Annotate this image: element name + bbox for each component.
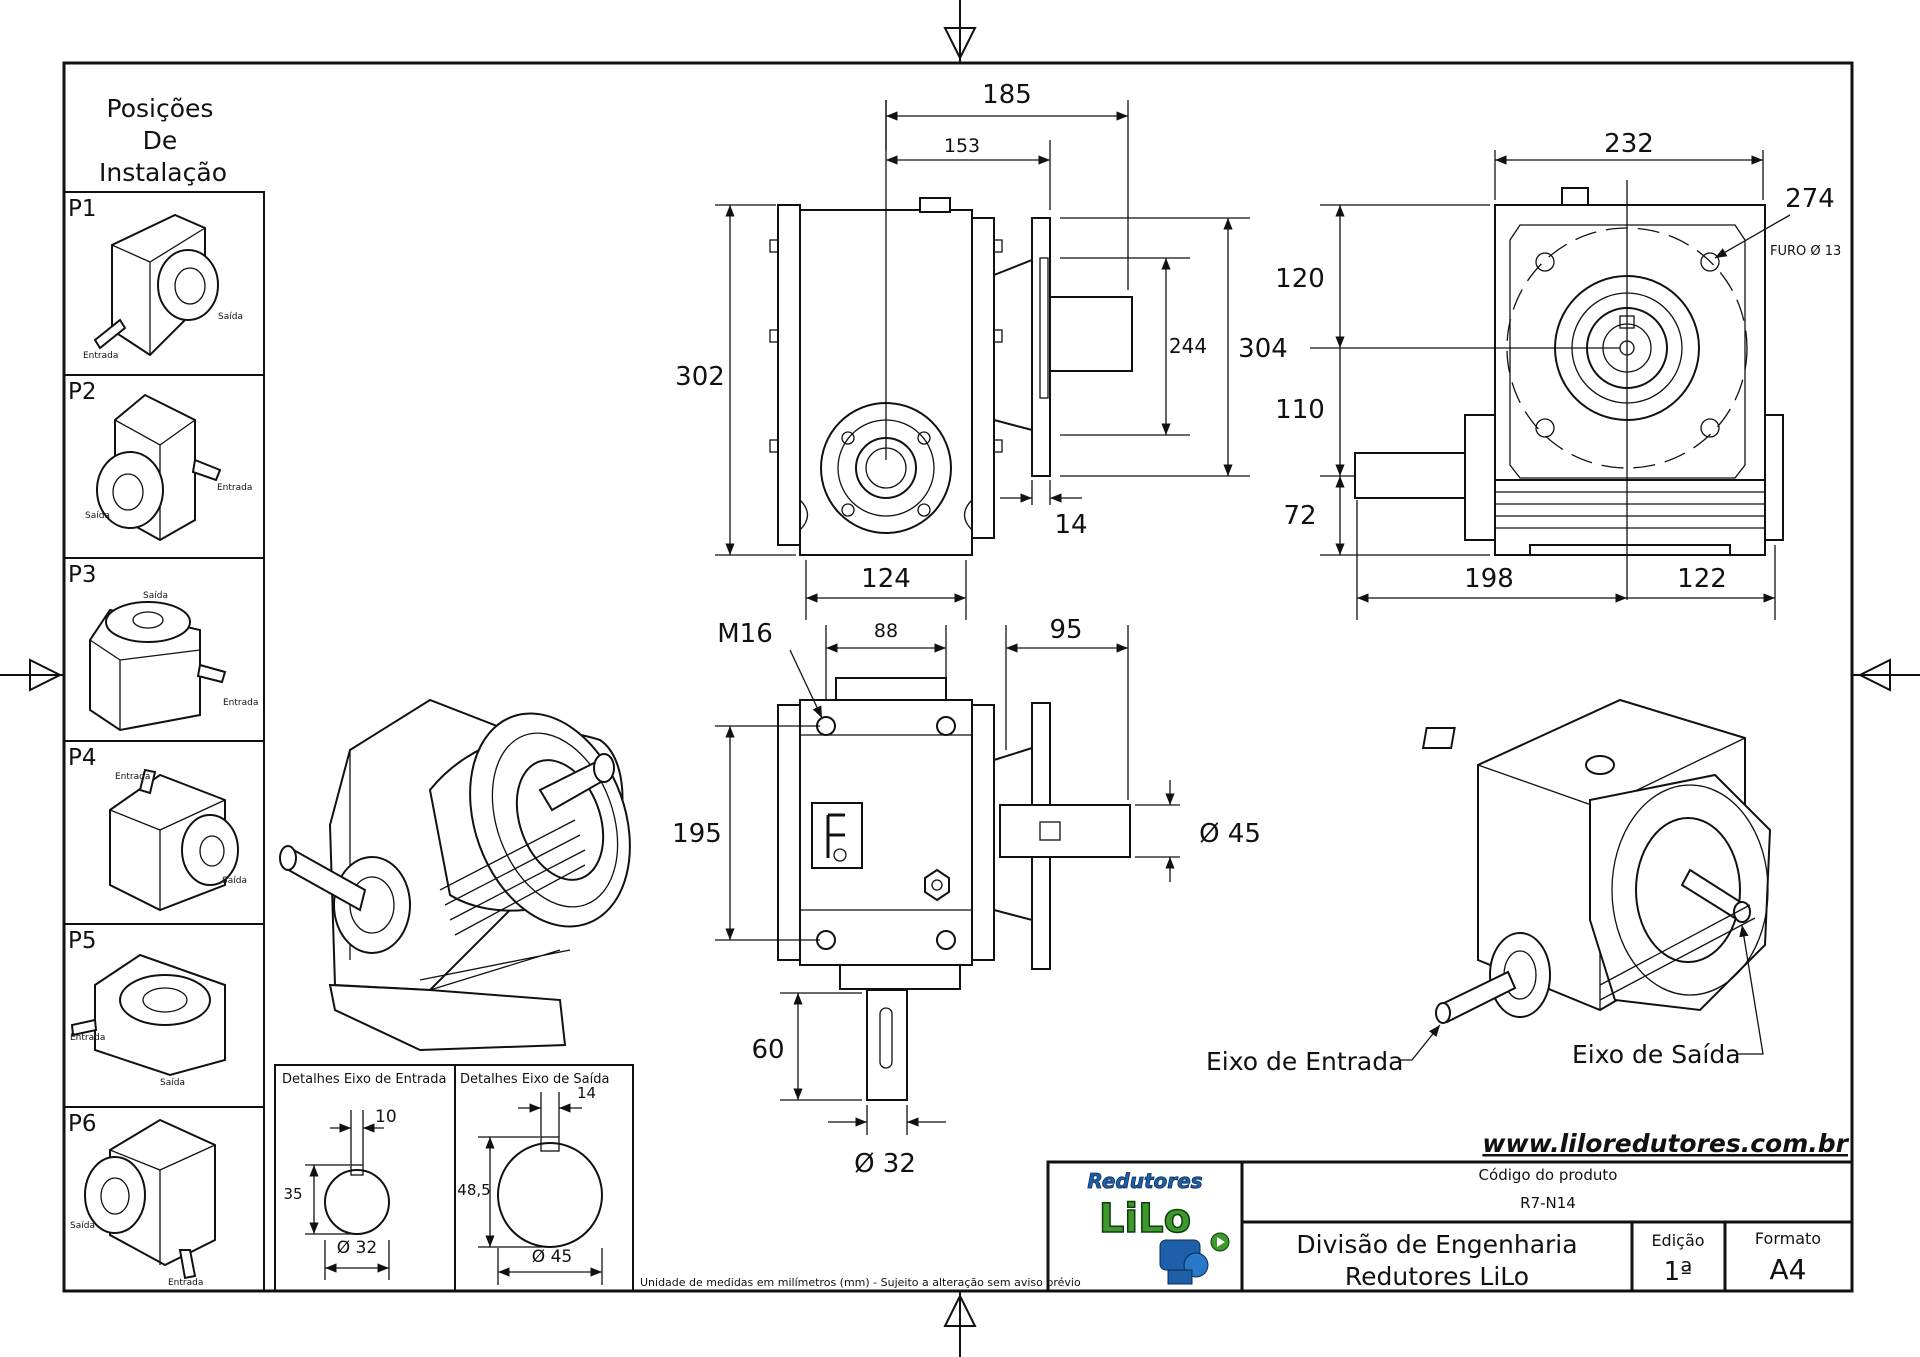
detail-entrada-key: 10 — [375, 1107, 397, 1127]
detail-entrada-title: Detalhes Eixo de Entrada — [282, 1072, 447, 1087]
svg-text:P2: P2 — [68, 379, 97, 405]
shaft-labels: Eixo de Entrada Eixo de Saída — [1206, 924, 1764, 1076]
svg-text:P5: P5 — [68, 928, 97, 954]
edicao-value: 1ª — [1664, 1257, 1693, 1287]
label-eixo-saida: Eixo de Saída — [1572, 1040, 1741, 1069]
positions-title-1: Posições — [107, 94, 214, 123]
installation-positions: Posições De Instalação — [63, 94, 265, 1292]
positions-title-3: Instalação — [99, 158, 227, 187]
formato-value: A4 — [1770, 1253, 1807, 1286]
dim-153: 153 — [944, 135, 980, 157]
svg-text:Saída: Saída — [218, 312, 243, 322]
dim-274: 274 — [1785, 184, 1835, 214]
detail-saida-dia: Ø 45 — [532, 1247, 572, 1267]
label-m16: M16 — [717, 619, 773, 649]
detail-saida-height: 48,5 — [457, 1181, 490, 1199]
dim-122: 122 — [1677, 564, 1727, 594]
dim-124: 124 — [861, 564, 911, 594]
svg-text:Entrada: Entrada — [83, 351, 118, 361]
dim-95: 95 — [1049, 615, 1082, 645]
svg-text:P1: P1 — [68, 196, 97, 222]
position-p6: P6 Saída Entrada — [68, 1111, 216, 1288]
edicao-label: Edição — [1651, 1231, 1704, 1250]
division-line1: Divisão de Engenharia — [1296, 1230, 1577, 1259]
furo-label: FURO Ø 13 — [1770, 244, 1841, 259]
svg-text:Saída: Saída — [222, 876, 247, 886]
position-p1: P1 Entrada Saída — [68, 196, 243, 361]
dim-244: 244 — [1169, 334, 1207, 358]
dim-dia-32: Ø 32 — [854, 1149, 916, 1179]
svg-text:Entrada: Entrada — [115, 772, 150, 782]
title-block: www.liloredutores.com.br Código do produ… — [1046, 1129, 1854, 1293]
division-line2: Redutores LiLo — [1345, 1262, 1529, 1291]
side-view: 232 274 FURO Ø 13 120 110 72 198 122 — [1275, 129, 1841, 620]
dim-14: 14 — [1054, 510, 1087, 540]
svg-text:Entrada: Entrada — [217, 483, 252, 493]
dim-72: 72 — [1283, 501, 1316, 531]
svg-text:Redutores: Redutores — [1087, 1169, 1202, 1193]
isometric-view-left — [279, 698, 631, 1052]
dim-195: 195 — [672, 819, 722, 849]
detail-entrada-height: 35 — [283, 1185, 302, 1203]
svg-text:Saída: Saída — [85, 511, 110, 521]
dim-302: 302 — [675, 362, 725, 392]
svg-text:P3: P3 — [68, 562, 97, 588]
detail-saida-title: Detalhes Eixo de Saída — [460, 1072, 609, 1087]
dim-88: 88 — [874, 620, 898, 642]
svg-text:P4: P4 — [68, 745, 97, 771]
detail-saida-key: 14 — [577, 1084, 596, 1102]
formato-label: Formato — [1755, 1229, 1821, 1248]
dim-60: 60 — [751, 1035, 784, 1065]
positions-title-2: De — [143, 126, 178, 155]
dim-185: 185 — [982, 80, 1032, 110]
shaft-details: Detalhes Eixo de Entrada Detalhes Eixo d… — [274, 1064, 634, 1292]
position-p3: P3 Saída Entrada — [68, 562, 258, 732]
dim-198: 198 — [1464, 564, 1514, 594]
dim-120: 120 — [1275, 264, 1325, 294]
detail-entrada-dia: Ø 32 — [337, 1238, 377, 1258]
position-p2: P2 Saída Entrada — [68, 379, 252, 542]
dim-232: 232 — [1604, 129, 1654, 159]
units-note: Unidade de medidas em milímetros (mm) - … — [640, 1276, 1081, 1289]
codigo-label: Código do produto — [1479, 1166, 1618, 1184]
website: www.liloredutores.com.br — [1482, 1129, 1849, 1158]
position-p4: P4 Entrada Saída — [68, 745, 247, 912]
dim-110: 110 — [1275, 395, 1325, 425]
svg-text:LiLo: LiLo — [1099, 1196, 1191, 1242]
svg-text:Saída: Saída — [70, 1221, 95, 1231]
svg-text:Entrada: Entrada — [223, 698, 258, 708]
bottom-view: 88 95 M16 195 Ø 45 60 Ø 32 — [672, 615, 1261, 1179]
svg-text:Saída: Saída — [143, 591, 168, 601]
svg-text:Entrada: Entrada — [70, 1033, 105, 1043]
dim-304: 304 — [1238, 334, 1288, 364]
codigo-value: R7-N14 — [1520, 1194, 1576, 1212]
svg-text:Saída: Saída — [160, 1078, 185, 1088]
label-eixo-entrada: Eixo de Entrada — [1206, 1047, 1403, 1076]
lilo-logo: Redutores LiLo — [1087, 1169, 1230, 1285]
svg-text:Entrada: Entrada — [168, 1278, 203, 1288]
isometric-view-right — [1421, 698, 1772, 1024]
position-p5: P5 Entrada Saída — [68, 928, 226, 1088]
dim-dia-45: Ø 45 — [1199, 819, 1261, 849]
svg-text:P6: P6 — [68, 1111, 97, 1137]
front-view: 185 153 302 244 304 14 124 — [675, 80, 1288, 620]
